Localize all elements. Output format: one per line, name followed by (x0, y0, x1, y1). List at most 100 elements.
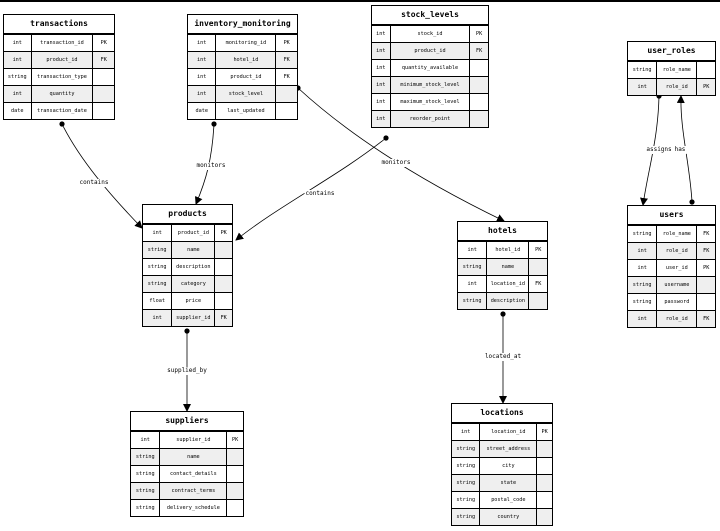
attribute-name: quantity_available (389, 60, 470, 76)
attribute-key (536, 458, 552, 474)
attribute-name: transaction_id (30, 35, 93, 51)
attribute-key (536, 509, 552, 525)
attribute-name: location_id (486, 276, 528, 292)
attribute-type: int (637, 316, 647, 322)
entity-title: stock_levels (372, 6, 488, 25)
attribute-key (226, 449, 243, 465)
attribute-type: string (456, 463, 476, 469)
attribute-type: int (197, 74, 207, 80)
attribute-name: product_id (389, 43, 470, 59)
attribute-key (528, 293, 547, 309)
relationship-label: has (673, 146, 687, 154)
attribute-key (226, 500, 243, 516)
attribute-key: FK (696, 243, 715, 259)
attribute-name: supplier_id (171, 310, 214, 326)
attribute-type: string (456, 497, 476, 503)
top-border-line (0, 0, 720, 2)
attribute-type: string (632, 282, 652, 288)
attribute-type: int (197, 57, 207, 63)
attribute-name: role_id (656, 311, 696, 327)
attribute-key: FK (275, 52, 297, 68)
attribute-key (275, 103, 297, 119)
attribute-key: FK (469, 43, 488, 59)
attribute-key (226, 483, 243, 499)
attribute-type: string (135, 505, 155, 511)
entity-title: transactions (4, 15, 114, 34)
attribute-name: delivery_schedule (159, 500, 226, 516)
attribute-key (92, 69, 114, 85)
attribute-type: int (467, 281, 477, 287)
entity-title: hotels (458, 222, 547, 241)
attribute-key (696, 277, 715, 293)
attribute-name: maximum_stock_level (389, 94, 470, 110)
attribute-name: postal_code (479, 492, 536, 508)
attribute-key: PK (92, 35, 114, 51)
attribute-name: description (486, 293, 528, 309)
attribute-name: product_id (215, 69, 275, 85)
relationship-label: located_at (483, 353, 523, 361)
attribute-key (92, 86, 114, 102)
attribute-type: int (376, 48, 386, 54)
attribute-key (469, 60, 488, 76)
attribute-key (469, 94, 488, 110)
attribute-type: float (149, 298, 165, 304)
attribute-key: PK (528, 242, 547, 258)
attribute-key: PK (226, 432, 243, 448)
attribute-name: product_id (30, 52, 93, 68)
attribute-key (226, 466, 243, 482)
attribute-name: role_name (656, 62, 696, 78)
relationship-label: contains (78, 179, 110, 187)
attribute-key: FK (696, 311, 715, 327)
attribute-key: PK (469, 26, 488, 42)
attribute-key: FK (528, 276, 547, 292)
attribute-type: int (152, 315, 162, 321)
attribute-name: state (479, 475, 536, 491)
attribute-type: string (135, 454, 155, 460)
attribute-name: role_id (656, 243, 696, 259)
attribute-type: int (197, 40, 207, 46)
attribute-name: country (479, 509, 536, 525)
attribute-type: string (462, 298, 482, 304)
attribute-key: FK (92, 52, 114, 68)
attribute-type: string (456, 446, 476, 452)
attribute-key (536, 492, 552, 508)
attribute-type: int (637, 248, 647, 254)
attribute-name: stock_id (389, 26, 470, 42)
attribute-row: string delivery_schedule (131, 499, 243, 516)
attribute-key (696, 62, 715, 78)
attribute-key: PK (696, 260, 715, 276)
attribute-name: quantity (30, 86, 93, 102)
attribute-key: FK (275, 69, 297, 85)
